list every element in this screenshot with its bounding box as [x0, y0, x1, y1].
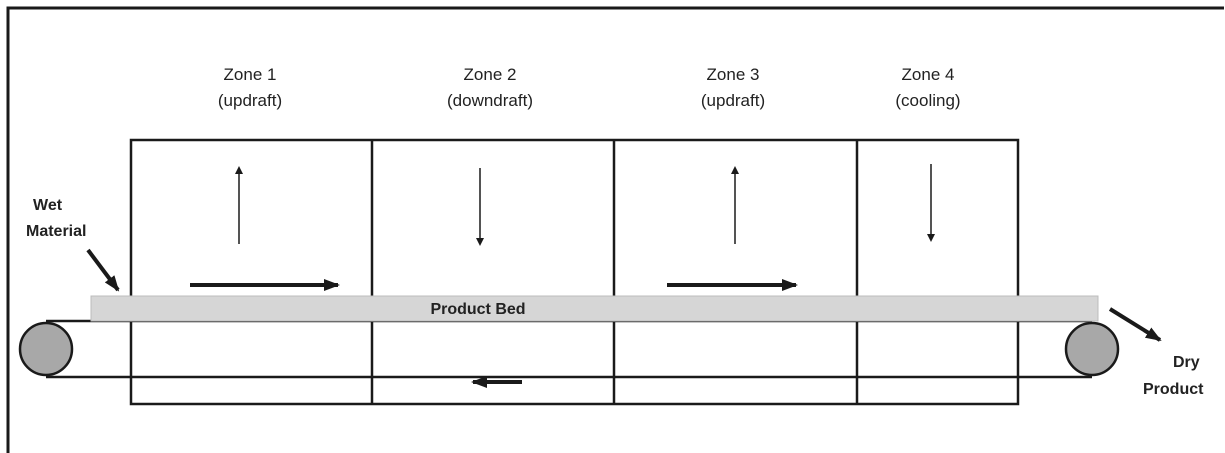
zone-1-mode: (updraft) — [218, 91, 282, 110]
outer-frame — [6, 6, 1224, 453]
wet-material-label-line1: Wet — [33, 197, 63, 214]
zone-2-mode: (downdraft) — [447, 91, 533, 110]
zone-2-name: Zone 2 — [464, 65, 517, 84]
zone-3-name: Zone 3 — [707, 65, 760, 84]
product-bed — [90, 295, 1099, 322]
dry-product-label-line2: Product — [1143, 381, 1204, 398]
zone-3-mode: (updraft) — [701, 91, 765, 110]
dryer-housing — [129, 138, 1020, 406]
dry-product-label-line1: Dry — [1173, 354, 1200, 371]
zone-1-name: Zone 1 — [224, 65, 277, 84]
right-roller — [1064, 321, 1120, 377]
zone-4-mode: (cooling) — [895, 91, 960, 110]
product-bed-label: Product Bed — [430, 301, 525, 318]
zone-4-name: Zone 4 — [902, 65, 955, 84]
left-roller — [18, 321, 74, 377]
wet-material-feed-arrow — [86, 248, 120, 292]
dry-product-discharge-arrow — [1108, 307, 1162, 342]
wet-material-label-line2: Material — [26, 223, 86, 240]
